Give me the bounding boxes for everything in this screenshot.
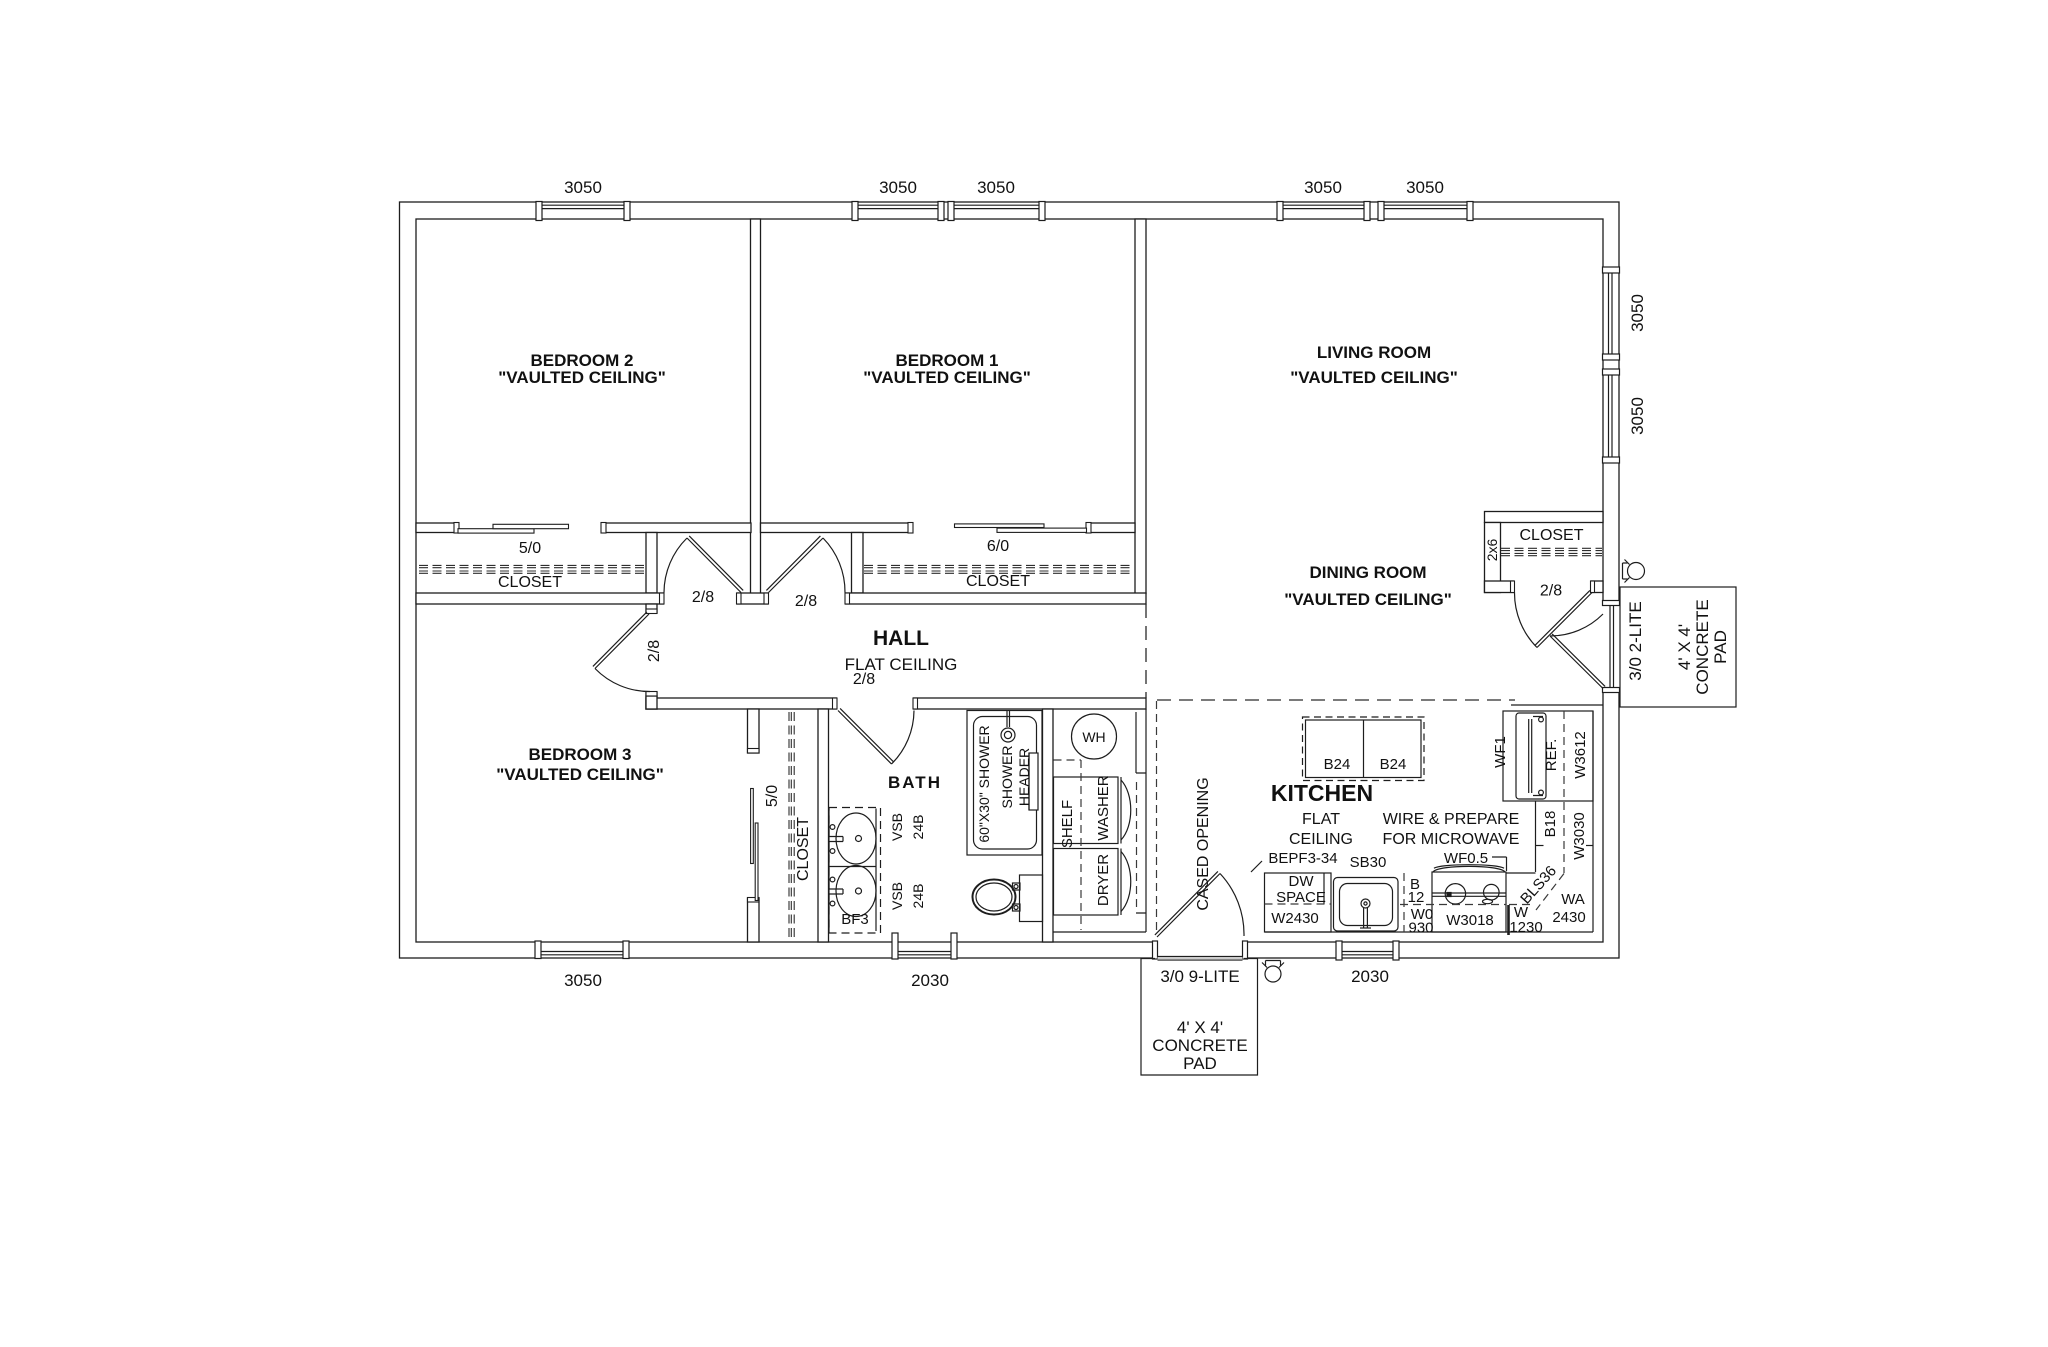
svg-text:CASED OPENING: CASED OPENING	[1195, 777, 1212, 910]
svg-text:WASHER: WASHER	[1095, 775, 1112, 840]
svg-text:3050: 3050	[564, 178, 602, 197]
svg-text:B18: B18	[1542, 811, 1559, 838]
svg-text:DRYER: DRYER	[1095, 854, 1112, 906]
svg-text:W3030: W3030	[1571, 812, 1588, 860]
svg-text:FLAT CEILING: FLAT CEILING	[845, 655, 958, 674]
svg-text:2x6: 2x6	[1484, 539, 1500, 562]
svg-text:WA: WA	[1561, 891, 1585, 908]
svg-text:FLAT: FLAT	[1302, 811, 1340, 828]
svg-text:"VAULTED CEILING": "VAULTED CEILING"	[498, 368, 666, 387]
svg-text:SPACE: SPACE	[1276, 889, 1326, 906]
svg-text:BATH: BATH	[888, 773, 942, 792]
svg-text:VSB: VSB	[889, 882, 905, 910]
svg-text:5/0: 5/0	[519, 540, 541, 557]
svg-text:2030: 2030	[911, 971, 949, 990]
svg-text:4' X 4': 4' X 4'	[1675, 624, 1694, 670]
svg-text:SHOWER: SHOWER	[999, 746, 1015, 809]
svg-text:24B: 24B	[910, 884, 926, 909]
svg-text:WIRE & PREPARE: WIRE & PREPARE	[1383, 811, 1520, 828]
svg-text:W2430: W2430	[1271, 910, 1319, 927]
svg-text:4' X 4': 4' X 4'	[1177, 1018, 1223, 1037]
svg-text:BF3: BF3	[841, 911, 869, 928]
svg-text:CEILING: CEILING	[1289, 831, 1353, 848]
svg-text:CLOSET: CLOSET	[966, 573, 1030, 590]
svg-text:BEPF3-34: BEPF3-34	[1268, 850, 1337, 867]
svg-text:HEADER: HEADER	[1016, 748, 1032, 806]
svg-text:3/0 9-LITE: 3/0 9-LITE	[1160, 967, 1239, 986]
svg-text:PAD: PAD	[1711, 630, 1730, 664]
svg-text:24B: 24B	[910, 815, 926, 840]
svg-text:PAD: PAD	[1183, 1054, 1217, 1073]
svg-text:LIVING ROOM: LIVING ROOM	[1317, 343, 1431, 362]
svg-text:12: 12	[1408, 889, 1425, 906]
svg-text:SB30: SB30	[1350, 854, 1387, 871]
svg-text:2/8: 2/8	[795, 593, 817, 610]
svg-text:W: W	[1514, 904, 1529, 921]
svg-text:B: B	[1410, 876, 1420, 893]
svg-text:930: 930	[1408, 920, 1433, 937]
svg-text:2/8: 2/8	[646, 640, 663, 662]
svg-text:CLOSET: CLOSET	[498, 574, 562, 591]
svg-text:VSB: VSB	[889, 813, 905, 841]
svg-text:3050: 3050	[879, 178, 917, 197]
svg-text:REF.: REF.	[1543, 739, 1560, 772]
svg-text:2430: 2430	[1552, 909, 1585, 926]
svg-text:"VAULTED CEILING": "VAULTED CEILING"	[1284, 590, 1452, 609]
svg-text:BEDROOM 3: BEDROOM 3	[529, 745, 632, 764]
svg-text:CONCRETE: CONCRETE	[1152, 1036, 1247, 1055]
svg-text:3050: 3050	[1406, 178, 1444, 197]
svg-text:B24: B24	[1324, 756, 1351, 773]
svg-text:2/8: 2/8	[692, 589, 714, 606]
svg-text:"VAULTED CEILING": "VAULTED CEILING"	[863, 368, 1031, 387]
svg-text:1230: 1230	[1509, 919, 1542, 936]
svg-text:"VAULTED CEILING": "VAULTED CEILING"	[1290, 368, 1458, 387]
svg-text:5/0: 5/0	[764, 785, 781, 807]
svg-text:2/8: 2/8	[853, 671, 875, 688]
svg-text:3050: 3050	[977, 178, 1015, 197]
svg-text:HALL: HALL	[873, 627, 929, 650]
svg-text:3050: 3050	[1304, 178, 1342, 197]
svg-text:DW: DW	[1289, 873, 1315, 890]
svg-text:2030: 2030	[1351, 967, 1389, 986]
svg-text:WH: WH	[1082, 729, 1105, 745]
svg-text:KITCHEN: KITCHEN	[1271, 780, 1373, 806]
svg-text:W0: W0	[1411, 906, 1434, 923]
svg-text:3050: 3050	[564, 971, 602, 990]
svg-text:CLOSET: CLOSET	[1519, 527, 1583, 544]
svg-text:"VAULTED CEILING": "VAULTED CEILING"	[496, 765, 664, 784]
svg-text:2/8: 2/8	[1540, 583, 1562, 600]
svg-text:B24: B24	[1380, 756, 1407, 773]
svg-text:WF1: WF1	[1492, 736, 1509, 768]
svg-text:SHELF: SHELF	[1059, 800, 1076, 848]
svg-text:W3018: W3018	[1446, 912, 1494, 929]
svg-text:W3612: W3612	[1572, 731, 1589, 779]
svg-text:DINING ROOM: DINING ROOM	[1309, 563, 1426, 582]
svg-text:3/0 2-LITE: 3/0 2-LITE	[1626, 601, 1645, 680]
svg-text:3050: 3050	[1628, 294, 1647, 332]
svg-text:BLS36: BLS36	[1517, 863, 1560, 908]
svg-text:3050: 3050	[1628, 397, 1647, 435]
svg-text:6/0: 6/0	[987, 538, 1009, 555]
svg-text:FOR MICROWAVE: FOR MICROWAVE	[1383, 831, 1520, 848]
svg-text:WF0.5: WF0.5	[1444, 850, 1488, 867]
svg-text:60"X30" SHOWER: 60"X30" SHOWER	[976, 725, 992, 842]
svg-text:CLOSET: CLOSET	[795, 817, 812, 881]
svg-text:BEDROOM 2: BEDROOM 2	[531, 351, 634, 370]
svg-text:BEDROOM 1: BEDROOM 1	[896, 351, 999, 370]
svg-text:CONCRETE: CONCRETE	[1693, 599, 1712, 694]
